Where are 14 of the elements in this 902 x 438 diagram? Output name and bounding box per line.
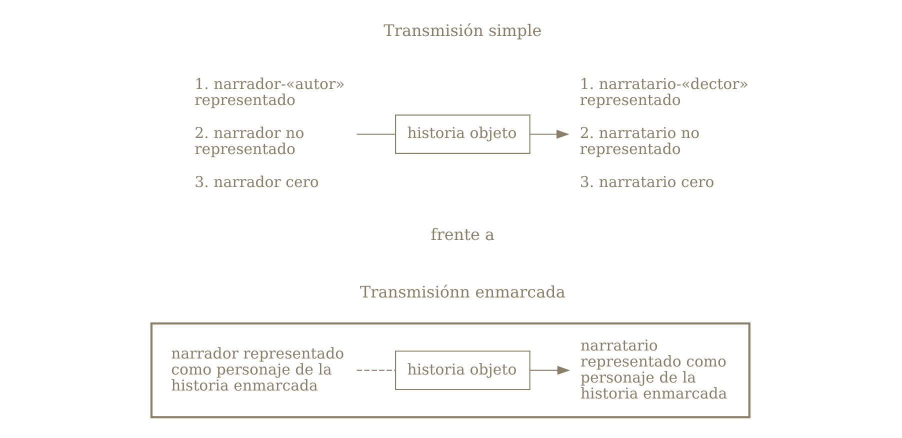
node-text: narrador representado como personaje de la historia enmarcada: [170, 344, 344, 394]
arrow: [529, 129, 569, 138]
label: Transmisiónn enmarcada: [360, 282, 565, 301]
label: frente a: [430, 224, 494, 244]
node-box: historia objeto: [394, 114, 530, 154]
node-text: narratario representado como personaje de la historia enmarcada: [580, 336, 727, 402]
node-text: 1. narratario-«dector» representado 2. narratario no representado 3. narratario cero: [579, 74, 748, 191]
label: Transmisión simple: [383, 20, 542, 40]
node-box: historia objeto: [394, 350, 530, 390]
connector: [356, 369, 395, 370]
node-text: 1. narrador-«autor» representado 2. narrador no representado 3. narrador cero: [194, 74, 344, 191]
cluster: [150, 322, 750, 418]
arrow: [530, 365, 570, 374]
connector: [356, 133, 395, 134]
